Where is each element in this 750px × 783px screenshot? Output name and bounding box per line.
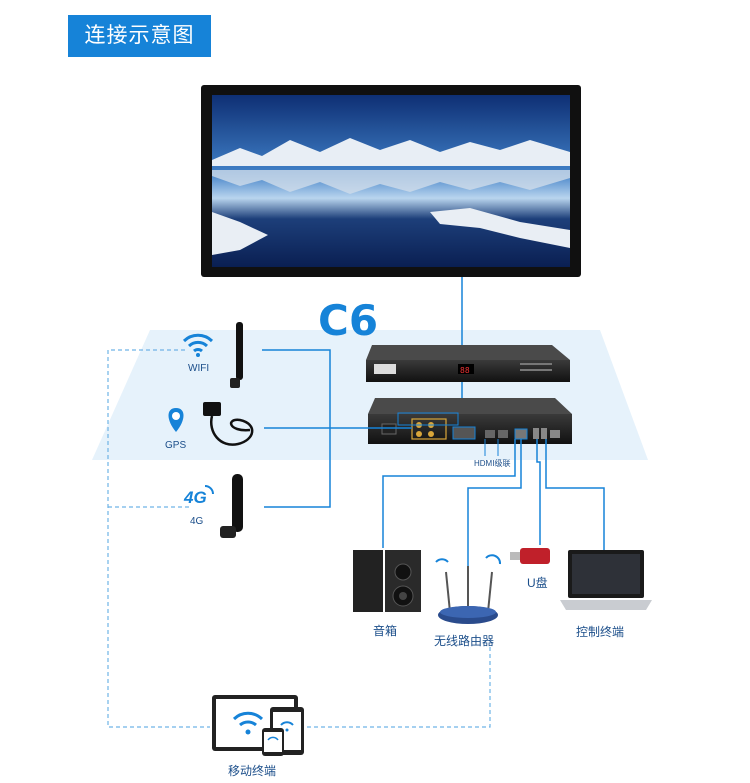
usb-drive-icon [510, 548, 550, 564]
mobile-terminal-label: 移动终端 [228, 763, 276, 778]
router-icon [435, 554, 502, 624]
page-title: 连接示意图 [68, 15, 211, 57]
device-front: 88 [366, 345, 570, 382]
gps-label: GPS [165, 440, 186, 451]
wifi-antenna [230, 322, 243, 388]
hdmi-cascade-label: HDMI级联 [474, 458, 510, 468]
wifi-label: WIFI [188, 363, 209, 374]
tv-display [201, 85, 581, 277]
gps-receiver [203, 402, 254, 446]
lte-label: 4G [190, 516, 204, 527]
control-terminal-label: 控制终端 [576, 624, 624, 639]
usb-drive-label: U盘 [527, 575, 548, 590]
lte-antenna [220, 474, 243, 538]
router-label: 无线路由器 [434, 633, 494, 648]
device-back [368, 398, 572, 444]
model-name: C6 [318, 296, 378, 345]
laptop-icon [560, 550, 652, 610]
speaker-icon [353, 550, 421, 612]
wifi-icon [182, 333, 214, 357]
speaker-label: 音箱 [373, 623, 397, 638]
mobile-terminal-icon [212, 695, 304, 756]
device-digit-display: 88 [460, 366, 470, 375]
lte-icon: 4G [183, 488, 207, 507]
gps-icon [168, 408, 184, 432]
